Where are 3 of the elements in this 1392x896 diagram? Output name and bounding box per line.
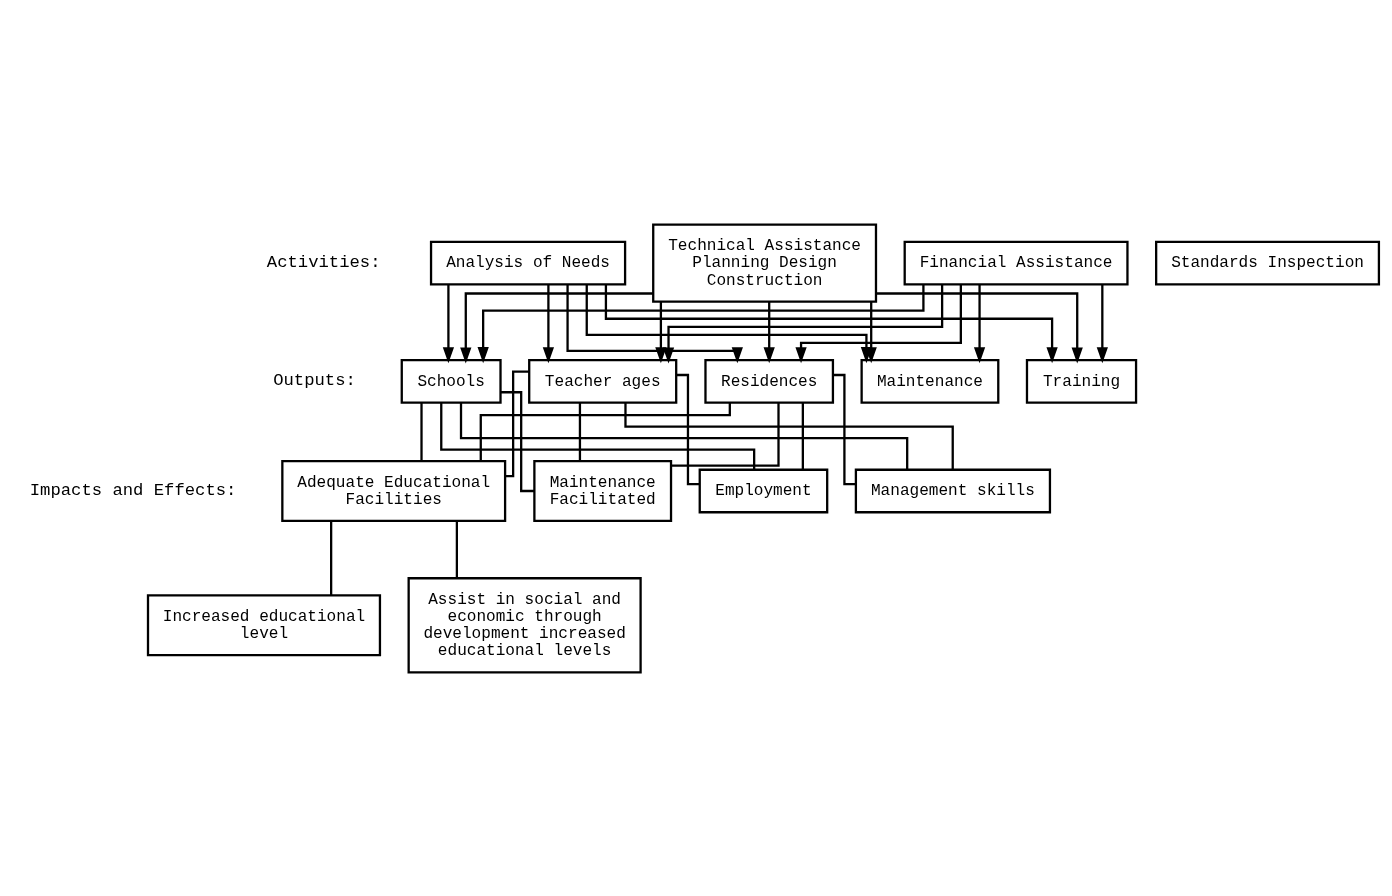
label: Outputs: (273, 370, 356, 390)
label: Activities: (266, 252, 381, 272)
label: Impacts and Effects: (29, 480, 237, 500)
